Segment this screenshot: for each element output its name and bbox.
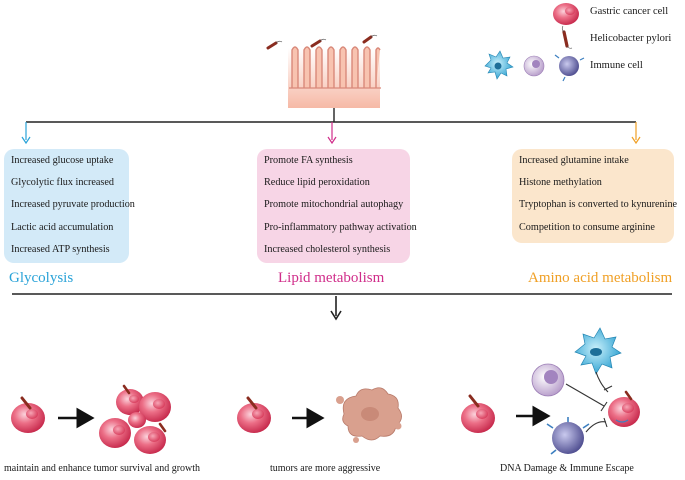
legend-gastric-cancer-cell: Gastric cancer cell (590, 6, 669, 17)
legend-immune-cell: Immune cell (590, 60, 643, 71)
legend-immune-cells-icon (484, 50, 585, 82)
gastric-villi-icon (266, 34, 381, 108)
legend-cancer-cell-icon (553, 3, 579, 25)
outcome-caption-growth: maintain and enhance tumor survival and … (4, 463, 201, 474)
glycolysis-item: Glycolytic flux increased (11, 177, 114, 189)
lipid-item: Reduce lipid peroxidation (264, 177, 370, 189)
legend-helicobacter-pylori: Helicobacter pylori (590, 33, 672, 44)
amino-acid-item: Competition to consume arginine (519, 221, 655, 233)
glycolysis-title: Glycolysis (9, 270, 74, 286)
top-connector (26, 108, 636, 123)
glycolysis-item: Increased pyruvate production (11, 199, 135, 211)
amino-acid-item: Tryptophan is converted to kynurenine (519, 199, 678, 211)
amino-acid-item: Histone methylation (519, 177, 602, 189)
glycolysis-item: Lactic acid accumulation (11, 221, 114, 233)
outcome-caption-aggressive: tumors are more aggressive (270, 463, 381, 474)
lipid-metabolism-box: Promote FA synthesis Reduce lipid peroxi… (257, 149, 417, 263)
amino-acid-metabolism-title: Amino acid metabolism (528, 270, 673, 286)
outcome-growth-illustration (11, 384, 171, 454)
outcome-caption-immune-escape: DNA Damage & Immune Escape (500, 463, 634, 474)
legend-helicobacter-icon (561, 25, 573, 49)
outcome-immune-escape-illustration (461, 327, 640, 455)
lipid-item: Promote mitochondrial autophagy (264, 199, 404, 211)
amino-acid-metabolism-box: Increased glutamine intake Histone methy… (512, 149, 678, 243)
glycolysis-item: Increased ATP synthesis (11, 243, 110, 255)
lipid-metabolism-title: Lipid metabolism (278, 270, 385, 286)
glycolysis-box: Increased glucose uptake Glycolytic flux… (4, 149, 135, 263)
outcome-aggressive-illustration (237, 387, 402, 443)
lipid-item: Promote FA synthesis (264, 155, 353, 166)
glycolysis-item: Increased glucose uptake (11, 155, 114, 166)
amino-acid-item: Increased glutamine intake (519, 155, 629, 166)
lipid-item: Pro-inflammatory pathway activation (264, 221, 417, 233)
lipid-item: Increased cholesterol synthesis (264, 243, 391, 255)
